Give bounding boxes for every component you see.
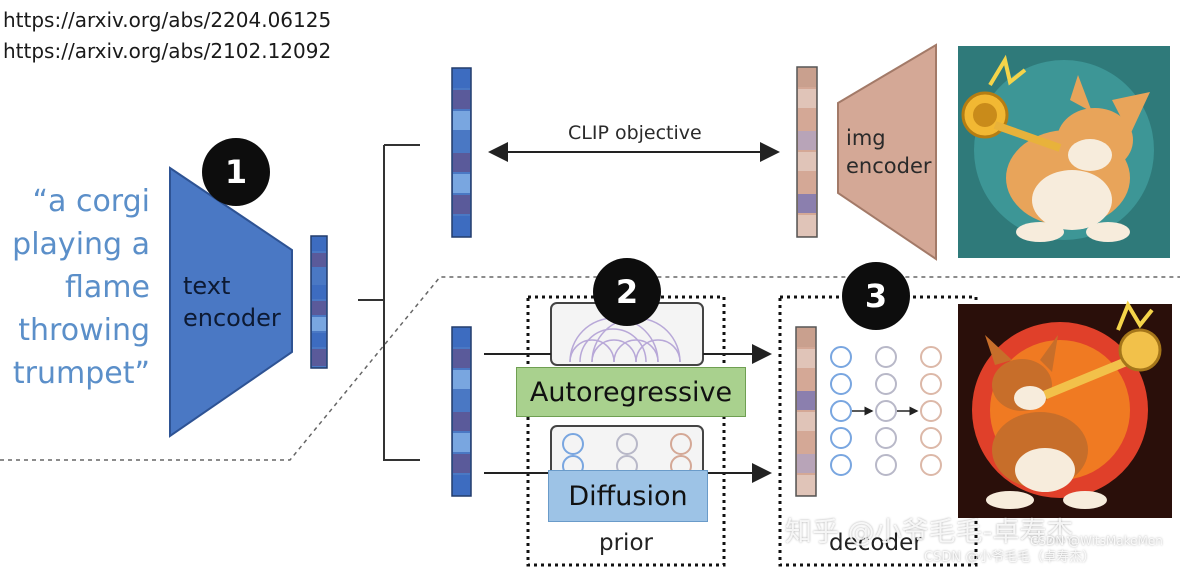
text-encoder-label: text encoder (183, 270, 281, 334)
decoder-network (830, 346, 942, 476)
decoder-label: decoder (829, 530, 923, 556)
clip-objective-label: CLIP objective (568, 122, 702, 144)
dashed-separator (0, 276, 1180, 461)
decoder-input-embedding (795, 326, 817, 497)
prompt-line: trumpet” (12, 356, 150, 391)
step-badge-3: 3 (842, 262, 910, 330)
zhihu-watermark: 知乎 @小爷毛毛-卓寿杰 (785, 517, 1074, 548)
caption-prompt: “a corgi playing a flame throwing trumpe… (0, 180, 150, 395)
step-badge-1: 1 (202, 138, 270, 206)
csdn-watermark-wits: CSDN @WitsMakeMen (1030, 534, 1163, 548)
corgi-trumpet-image-top (958, 46, 1170, 258)
prompt-line: flame (65, 270, 150, 305)
text-encoder-line: encoder (183, 304, 281, 332)
img-encoder-shape (837, 43, 937, 261)
prior-input-embedding (451, 326, 472, 497)
diffusion-label: Diffusion (548, 470, 708, 522)
arxiv-link-1[interactable]: https://arxiv.org/abs/2204.06125 (3, 8, 332, 32)
img-encoder-line: encoder (846, 154, 932, 178)
clip-image-embedding (796, 66, 818, 238)
img-encoder-line: img (846, 126, 886, 150)
img-encoder-label: img encoder (846, 124, 932, 180)
text-encoder-shape (169, 166, 293, 438)
branch-bracket (358, 144, 420, 461)
step-badge-2: 2 (593, 258, 661, 326)
csdn-watermark: CSDN @小爷毛毛（卓寿杰） (924, 550, 1096, 565)
prompt-line: playing a (12, 227, 150, 262)
clip-text-embedding (451, 67, 472, 238)
prior-label: prior (599, 530, 653, 556)
arxiv-link-2[interactable]: https://arxiv.org/abs/2102.12092 (3, 39, 332, 63)
autoregressive-label: Autoregressive (516, 367, 746, 417)
prompt-line: throwing (18, 313, 150, 348)
text-embedding-vector (310, 235, 328, 369)
corgi-trumpet-image-bottom (958, 300, 1172, 518)
prompt-line: “a corgi (32, 184, 151, 219)
text-encoder-line: text (183, 272, 231, 300)
